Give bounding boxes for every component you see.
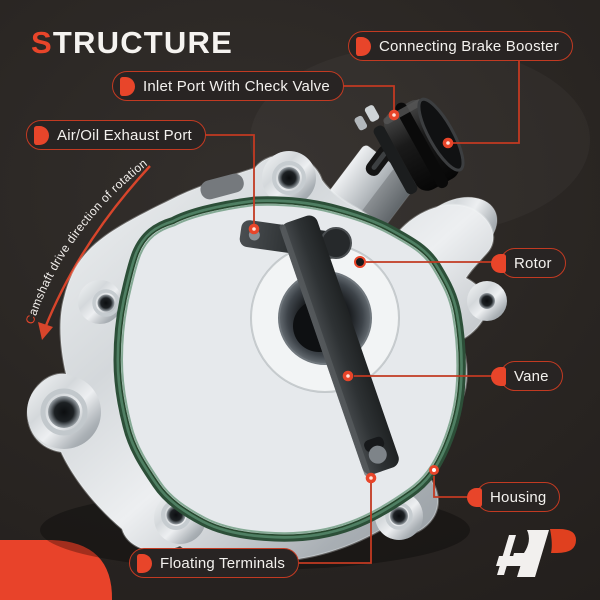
leader-lines xyxy=(204,58,520,564)
leader-line-inlet xyxy=(338,85,395,110)
arrowhead-icon xyxy=(38,322,53,340)
curved-arrow-icon xyxy=(43,165,151,329)
leader-dot-housing xyxy=(429,465,439,475)
callout-inlet-port: Inlet Port With Check Valve xyxy=(112,71,344,101)
red-d-marker-icon xyxy=(467,487,482,507)
leader-dot-inlet xyxy=(388,109,400,121)
callout-label: Air/Oil Exhaust Port xyxy=(57,126,192,144)
callout-floating-terminals: Floating Terminals xyxy=(129,548,300,578)
red-d-marker-icon xyxy=(491,253,506,273)
leader-dot-exhaust xyxy=(248,223,260,235)
title-accent-letter: S xyxy=(31,25,53,60)
leader-line-connecting xyxy=(453,58,520,144)
leader-line-exhaust xyxy=(204,134,255,224)
check-valve-cap xyxy=(354,97,465,195)
bolt-holes xyxy=(40,161,495,530)
leader-line-floating xyxy=(295,483,372,564)
page-title: STRUCTURE xyxy=(31,25,233,61)
callout-label: Housing xyxy=(490,488,547,506)
vane-bar xyxy=(279,215,399,477)
corner-red-blob xyxy=(0,540,113,600)
callout-connecting-brake-booster: Connecting Brake Booster xyxy=(348,31,573,61)
floating-terminal-pin xyxy=(368,445,387,464)
red-d-marker-icon xyxy=(137,553,152,573)
red-d-marker-icon xyxy=(34,125,49,145)
red-d-marker-icon xyxy=(120,76,135,96)
callout-label: Connecting Brake Booster xyxy=(379,37,559,55)
callout-label: Vane xyxy=(514,367,549,385)
callout-label: Rotor xyxy=(514,254,552,272)
rubber-tab xyxy=(200,173,244,200)
red-d-marker-icon xyxy=(356,36,371,56)
title-rest: TRUCTURE xyxy=(52,25,233,60)
callout-vane: Vane xyxy=(491,361,563,391)
leader-dot-rotor xyxy=(354,256,366,268)
callout-rotor: Rotor xyxy=(491,248,566,278)
leader-dot-vane xyxy=(342,370,354,382)
leader-dot-connecting xyxy=(442,137,454,149)
callout-label: Floating Terminals xyxy=(160,554,286,572)
leader-dots xyxy=(248,109,454,484)
red-d-marker-icon xyxy=(491,366,506,386)
callout-housing: Housing xyxy=(467,482,561,512)
callout-label: Inlet Port With Check Valve xyxy=(143,77,330,95)
leader-dot-floating xyxy=(365,472,377,484)
callout-air-oil-exhaust-port: Air/Oil Exhaust Port xyxy=(26,120,206,150)
a-premium-logo-mark xyxy=(496,529,576,577)
